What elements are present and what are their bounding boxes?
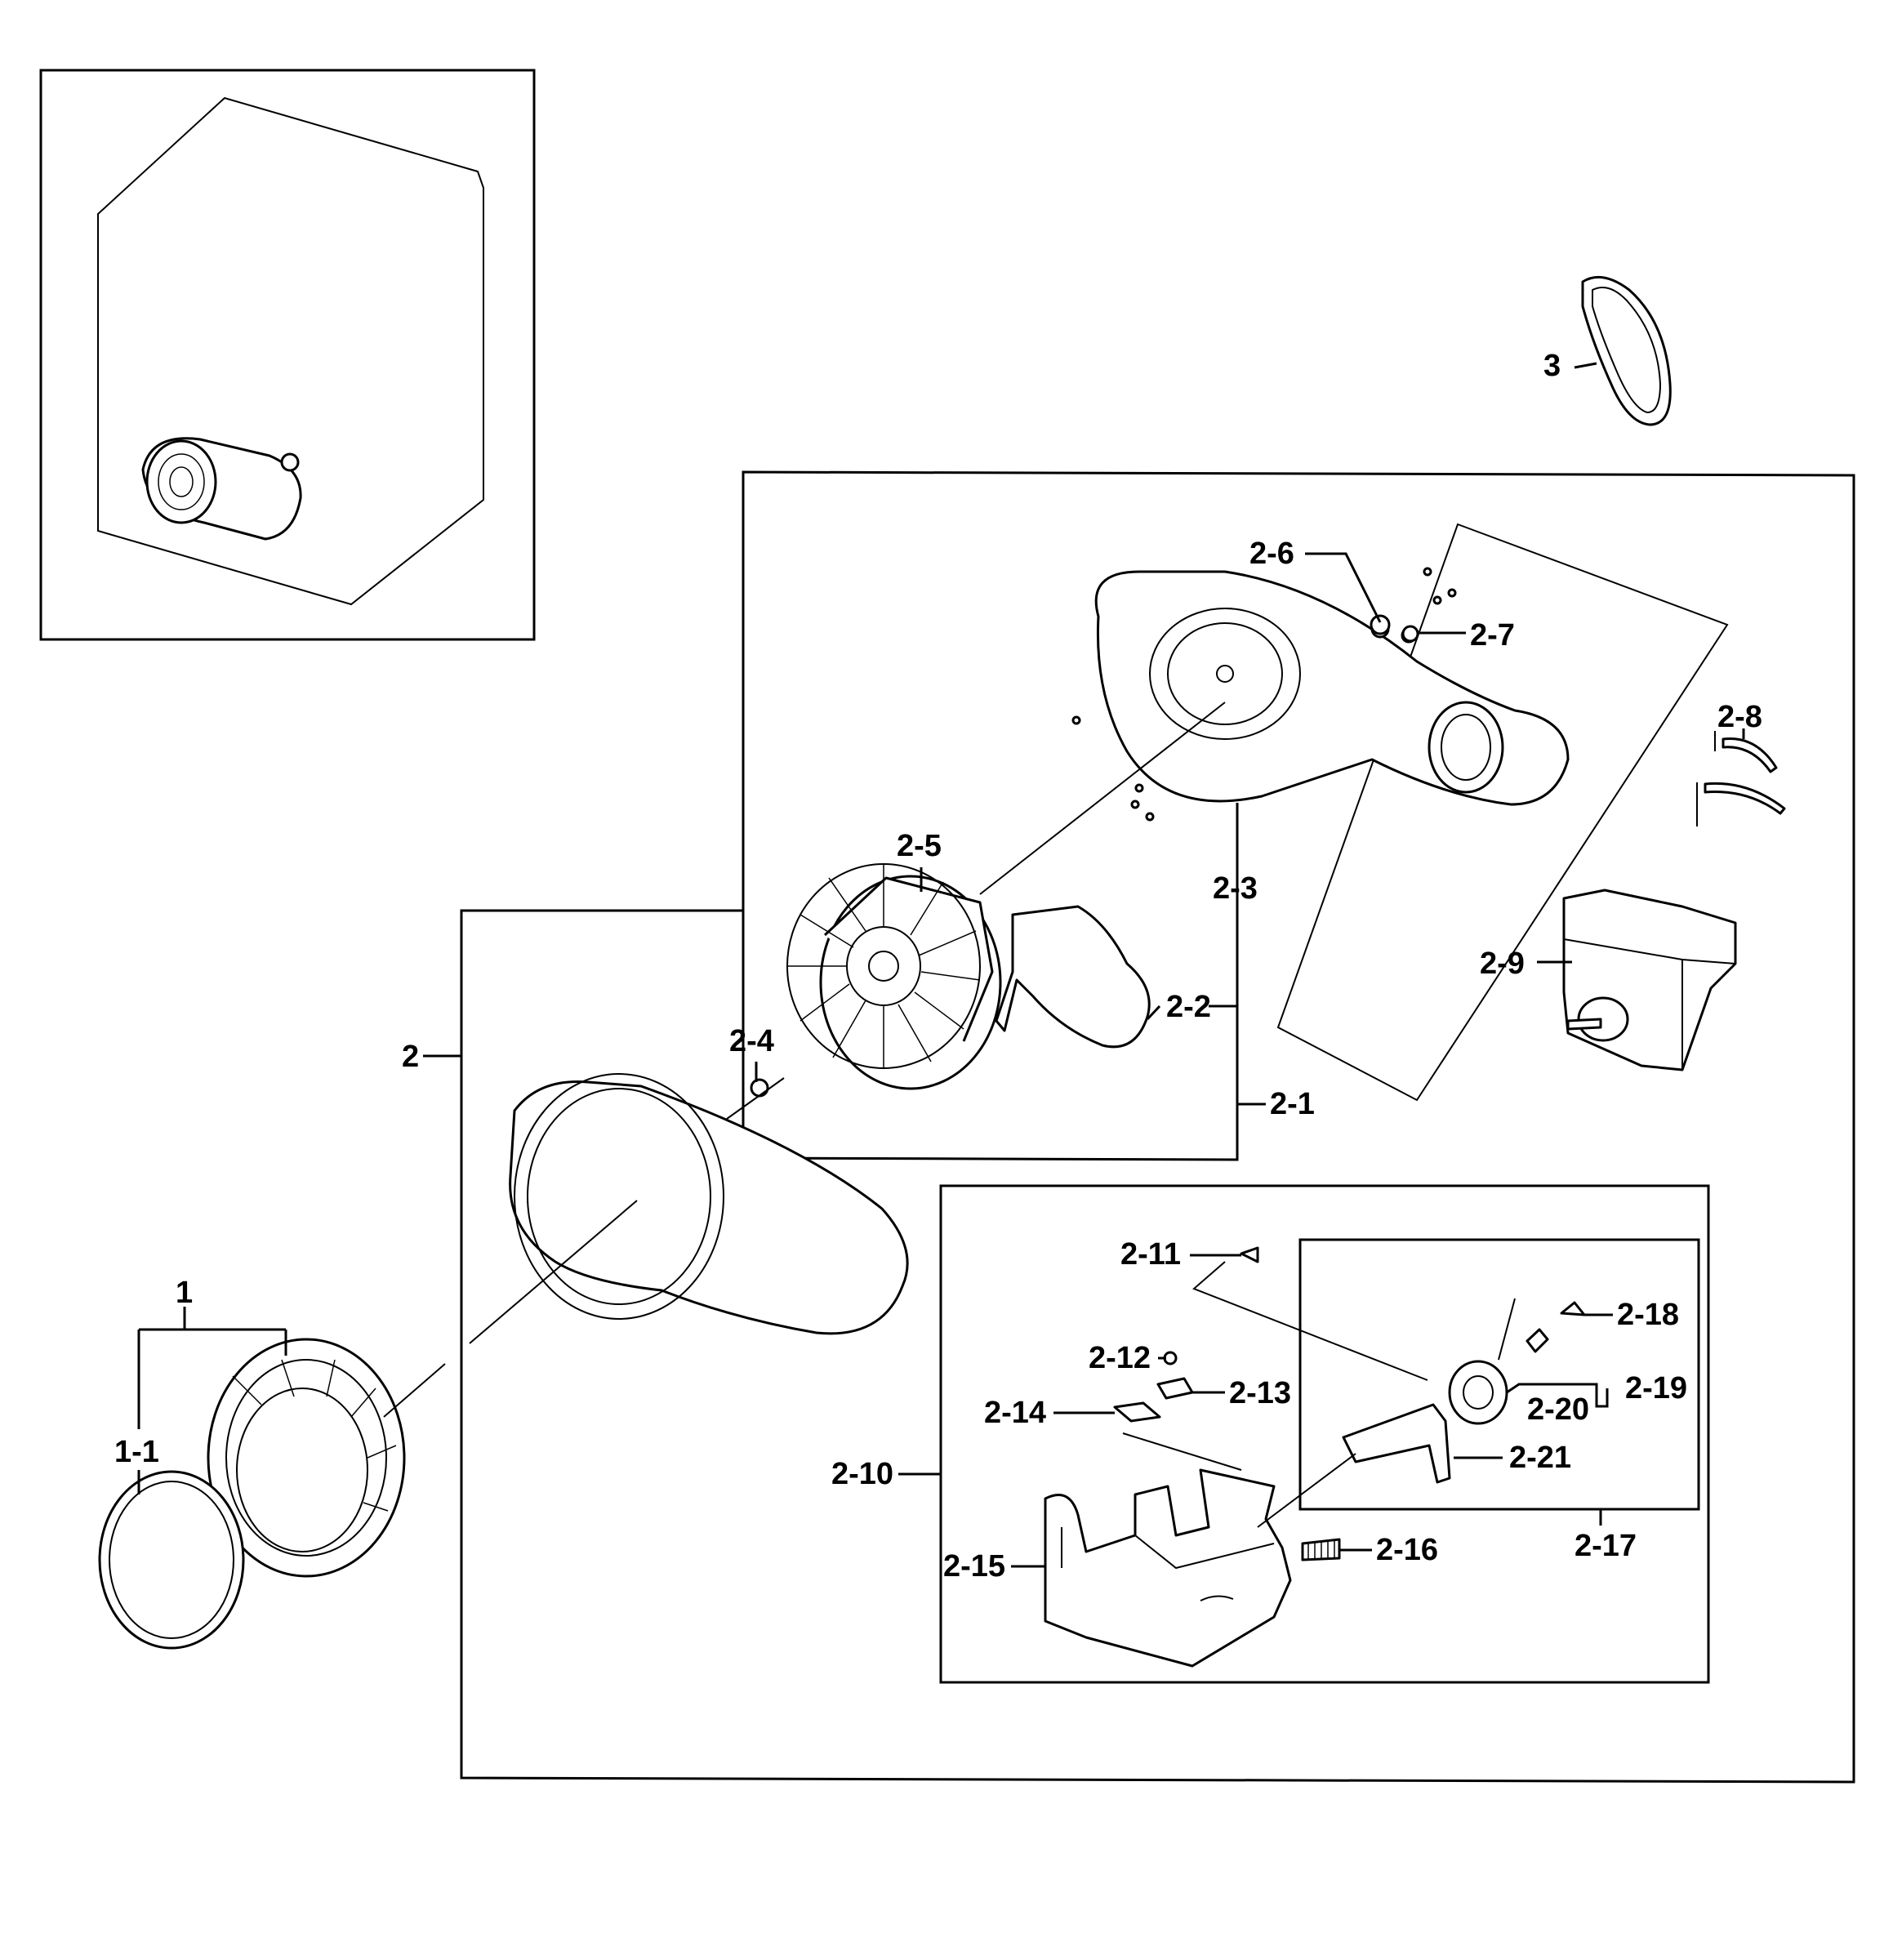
idler-pulley xyxy=(1448,1360,1508,1425)
callout-2: 2 xyxy=(402,1040,419,1074)
callout-2-15: 2-15 xyxy=(943,1549,1005,1584)
screw-2-11 xyxy=(1240,1246,1259,1263)
inset-overview xyxy=(39,69,536,641)
callout-2-10: 2-10 xyxy=(831,1457,893,1491)
blower-nut xyxy=(750,1078,769,1098)
assembly-2-17-frame xyxy=(1298,1238,1700,1511)
idler-shaft xyxy=(1526,1328,1549,1353)
bracket-2-14 xyxy=(1113,1401,1161,1423)
screw-2-12 xyxy=(1163,1351,1178,1365)
duct-housing xyxy=(509,1073,909,1335)
assembly-2-10-frame xyxy=(939,1184,1710,1684)
motor-clips xyxy=(1696,731,1786,826)
front-duct-ring xyxy=(207,1338,406,1578)
blower-housing xyxy=(1094,570,1570,806)
callout-2-4: 2-4 xyxy=(729,1024,774,1058)
inset-blower-assembly xyxy=(141,437,302,541)
callout-2-11: 2-11 xyxy=(1120,1237,1181,1272)
callout-2-3: 2-3 xyxy=(1213,871,1258,906)
callout-2-16: 2-16 xyxy=(1376,1533,1438,1567)
callout-2-12: 2-12 xyxy=(1089,1341,1151,1375)
housing-screws xyxy=(1071,715,1155,822)
dryer-cabinet-outline xyxy=(97,96,484,606)
idler-arm xyxy=(1342,1403,1451,1484)
callout-2-14: 2-14 xyxy=(984,1396,1046,1430)
callout-2-13: 2-13 xyxy=(1229,1376,1291,1410)
cap-2-18 xyxy=(1560,1301,1586,1316)
leader-lines xyxy=(137,362,1745,1568)
callout-2-5: 2-5 xyxy=(897,829,942,863)
gasket-seal xyxy=(98,1470,245,1650)
callout-2-6: 2-6 xyxy=(1249,537,1294,571)
motor-mount-bracket xyxy=(1044,1468,1292,1668)
callout-2-21: 2-21 xyxy=(1509,1441,1571,1475)
inset-frame xyxy=(39,69,536,641)
callout-labels: 3 2-6 2-7 2-8 2-5 2-3 2-9 2-2 2-4 2 2-1 … xyxy=(114,349,1762,1584)
belt-cover-shield xyxy=(995,905,1151,1049)
axis-lines xyxy=(383,702,1516,1528)
callout-1: 1 xyxy=(176,1276,193,1310)
callout-2-18: 2-18 xyxy=(1617,1298,1679,1332)
callout-2-19: 2-19 xyxy=(1625,1371,1687,1405)
callout-2-17: 2-17 xyxy=(1575,1529,1637,1563)
motor-mount-plane xyxy=(1276,523,1729,1102)
drive-belt xyxy=(1581,275,1672,426)
callout-2-1: 2-1 xyxy=(1270,1087,1315,1121)
callout-2-9: 2-9 xyxy=(1480,947,1525,981)
callout-2-20: 2-20 xyxy=(1527,1392,1589,1427)
blower-wheel xyxy=(786,863,1002,1090)
callout-2-2: 2-2 xyxy=(1166,990,1211,1024)
callout-2-8: 2-8 xyxy=(1717,700,1762,734)
screws-2-6-2-7 xyxy=(1370,567,1457,643)
switch-2-13 xyxy=(1156,1377,1194,1400)
callout-3: 3 xyxy=(1543,349,1561,383)
callout-2-7: 2-7 xyxy=(1470,618,1515,653)
idler-assembly-parts xyxy=(1044,1246,1586,1668)
callout-1-1: 1-1 xyxy=(114,1435,159,1469)
drive-motor xyxy=(1562,889,1737,1071)
